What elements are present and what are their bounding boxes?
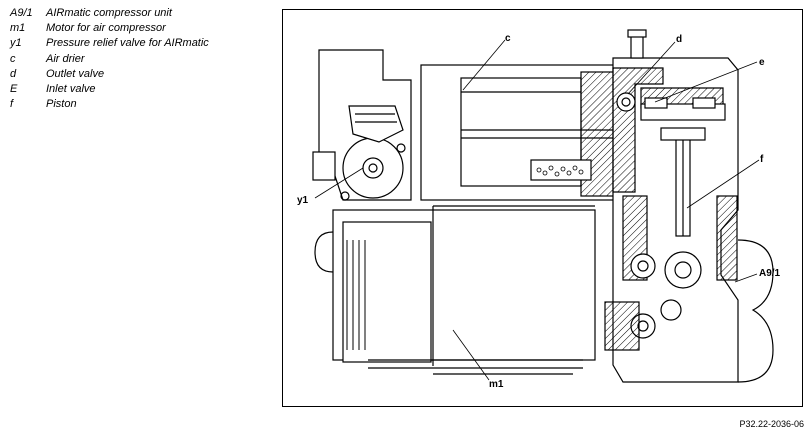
legend-item: f Piston xyxy=(10,97,209,112)
legend-item: y1 Pressure relief valve for AIRmatic xyxy=(10,36,209,51)
legend-code: f xyxy=(10,98,14,111)
callout-a91: A9/1 xyxy=(759,268,781,279)
legend-text: Inlet valve xyxy=(46,83,96,96)
legend-text: Air drier xyxy=(46,52,85,65)
leader-line-m1 xyxy=(452,329,490,381)
leader-line-a91 xyxy=(734,273,758,283)
legend-code: A9/1 xyxy=(10,7,33,19)
callout-c: c xyxy=(505,33,511,44)
leader-line-d xyxy=(627,41,676,95)
legend: A9/1 AIRmatic compressor unit m1 Motor f… xyxy=(10,6,209,112)
legend-code: d xyxy=(10,67,17,80)
compressor-diagram-frame: c d e f y1 A9/1 m1 xyxy=(282,9,803,407)
legend-item: A9/1 AIRmatic compressor unit xyxy=(10,6,209,21)
legend-code: c xyxy=(10,52,16,65)
legend-item: E Inlet valve xyxy=(10,82,209,97)
legend-item: m1 Motor for air compressor xyxy=(10,21,209,36)
legend-text: AIRmatic compressor unit xyxy=(46,7,172,19)
callout-m1: m1 xyxy=(489,379,504,390)
legend-item: c Air drier xyxy=(10,52,209,67)
outlet-valve xyxy=(616,92,636,112)
leader-line-y1 xyxy=(314,167,364,199)
leader-line-c xyxy=(462,39,506,91)
callout-d: d xyxy=(676,34,682,45)
legend-text: Piston xyxy=(46,98,77,111)
callout-e: e xyxy=(759,57,765,68)
legend-text: Motor for air compressor xyxy=(46,22,166,35)
legend-code: E xyxy=(10,83,18,96)
inlet-valve xyxy=(644,97,668,109)
legend-text: Outlet valve xyxy=(46,67,105,80)
crank-bearing xyxy=(664,251,702,289)
figure-reference: P32.22-2036-06 xyxy=(739,419,804,429)
legend-code: y1 xyxy=(10,37,22,50)
callout-y1: y1 xyxy=(297,195,309,206)
legend-item: d Outlet valve xyxy=(10,67,209,82)
legend-text: Pressure relief valve for AIRmatic xyxy=(46,37,209,50)
legend-code: m1 xyxy=(10,22,26,35)
callout-f: f xyxy=(760,154,764,165)
leader-line-f xyxy=(686,159,760,209)
leader-line-e xyxy=(654,61,758,103)
compressor-cutaway-drawing: c d e f y1 A9/1 m1 xyxy=(297,29,781,390)
motor-cap xyxy=(342,221,432,363)
